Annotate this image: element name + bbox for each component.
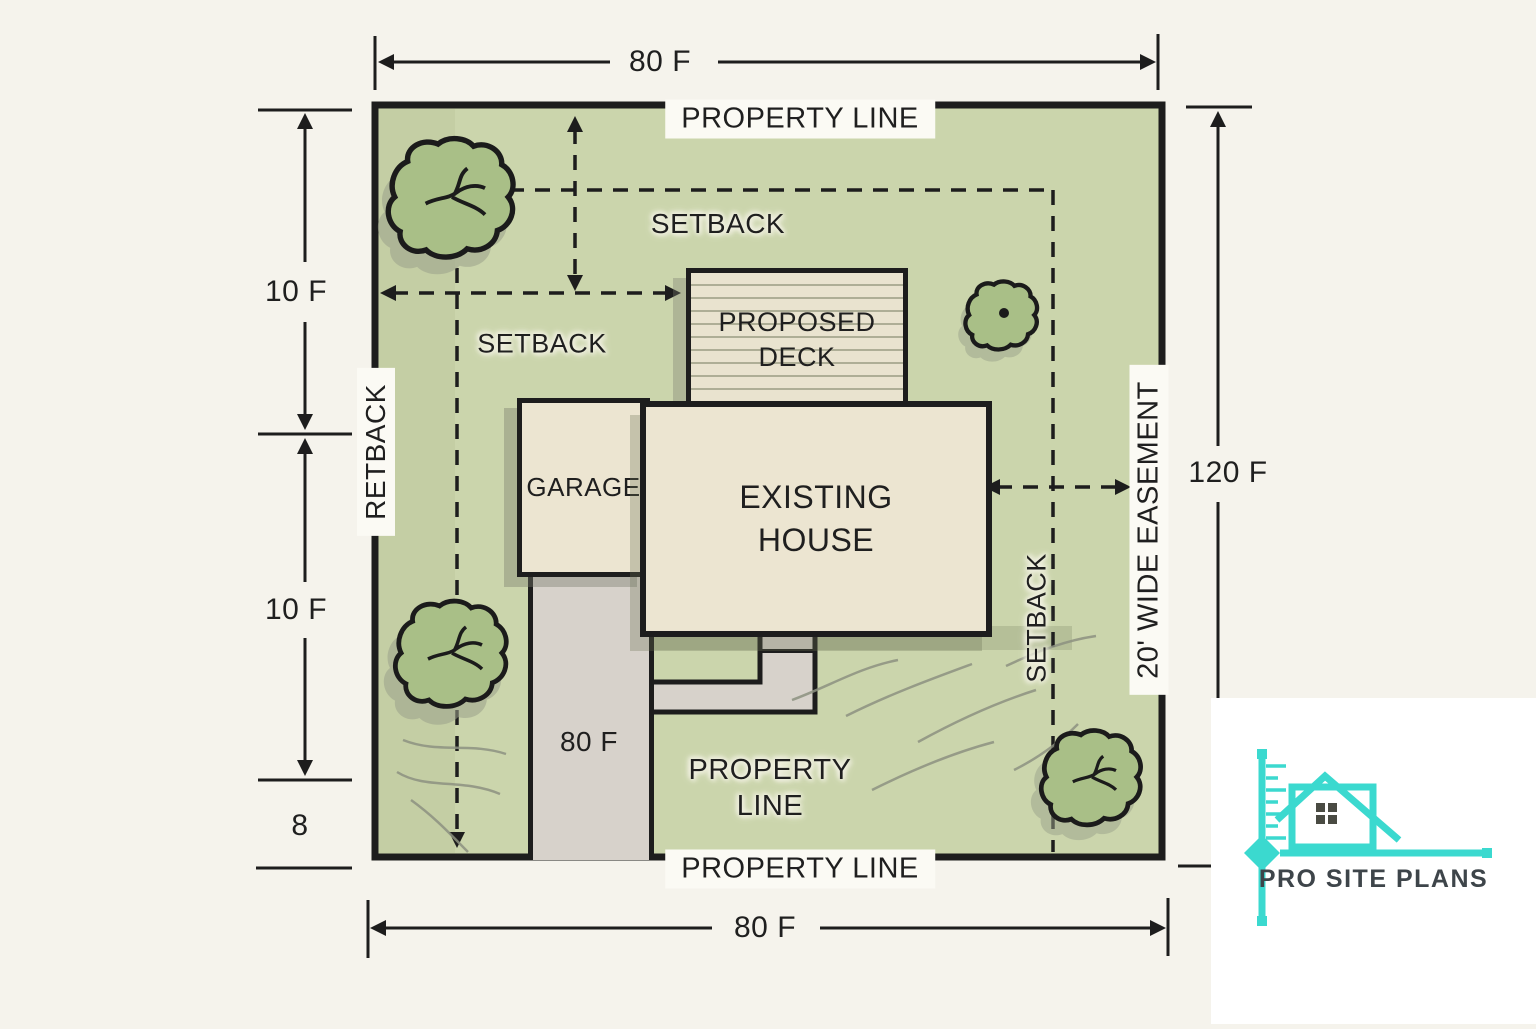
house-label-line2: HOUSE (757, 522, 875, 558)
property-line-label-bottom: PROPERTY LINE (665, 849, 935, 889)
setback-label-left: SETBACK (477, 328, 607, 359)
property-line-inner-line2: LINE (736, 790, 804, 822)
bush-icon (958, 281, 1037, 362)
dimension-lines (256, 34, 1258, 958)
property-line-label-top: PROPERTY LINE (665, 99, 935, 139)
logo-house-ruler-icon (1244, 749, 1492, 926)
dimension-arrowheads (297, 54, 1226, 936)
dimension-bottom-width: 80 F (733, 911, 797, 944)
deck-label-line1: PROPOSED (718, 306, 876, 337)
setback-dimension-arrows (380, 116, 1131, 495)
dimension-right-height: 120 F (1188, 456, 1268, 489)
dimension-left-lower: 10 F (264, 593, 328, 626)
deck-label-line2: DECK (758, 342, 836, 372)
setback-label-top: SETBACK (650, 208, 786, 239)
driveway: 80 F (528, 566, 654, 860)
logo-window-icon (1316, 803, 1337, 824)
dimension-left-offset: 8 (291, 809, 309, 842)
property-line-label-inner: PROPERTY LINE (650, 752, 890, 825)
garage-label: GARAGE (526, 472, 641, 502)
easement-label: 20' WIDE EASEMENT (1129, 365, 1169, 695)
setback-dashed-lines (455, 188, 1055, 852)
pro-site-plans-logo: PRO SITE PLANS (1211, 698, 1536, 1024)
dimension-left-upper: 10 F (264, 275, 328, 308)
house-label-line1: EXISTING (739, 478, 893, 515)
setback-label-right: SETBACK (1021, 553, 1052, 683)
existing-house: EXISTING HOUSE (640, 401, 992, 637)
retback-label-left: RETBACK (357, 368, 395, 536)
proposed-deck: PROPOSED DECK (686, 268, 908, 412)
property-line-inner-line1: PROPERTY (688, 753, 852, 786)
logo-wordmark: PRO SITE PLANS (1258, 865, 1489, 893)
garage: GARAGE (517, 398, 650, 577)
driveway-length-label: 80 F (559, 726, 619, 757)
dimension-top-width: 80 F (628, 45, 692, 78)
contour-lines (396, 634, 1097, 853)
